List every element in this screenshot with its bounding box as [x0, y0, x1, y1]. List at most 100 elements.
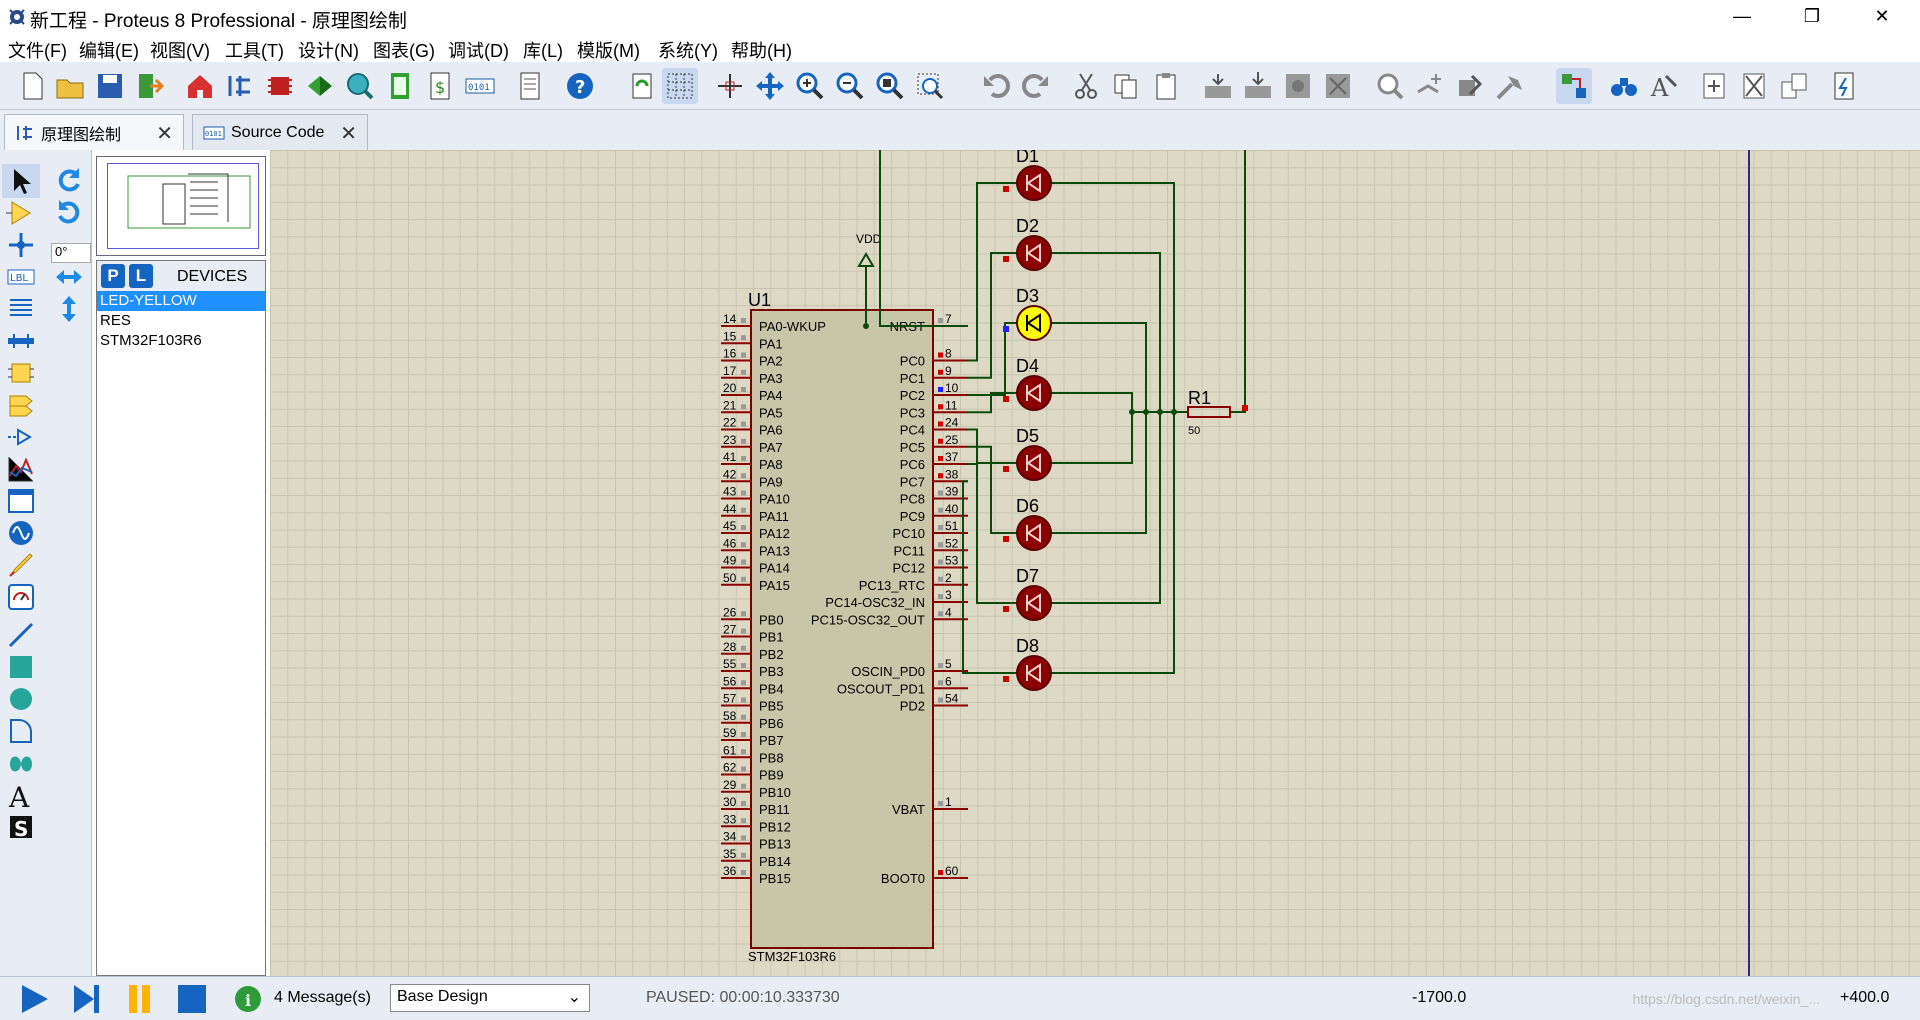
maximize-button[interactable]: ❐: [1803, 6, 1821, 26]
menu-file[interactable]: 文件(F): [8, 41, 67, 61]
new-sheet-icon[interactable]: [1696, 68, 1732, 104]
menu-edit[interactable]: 编辑(E): [79, 41, 139, 61]
zoom-all-icon[interactable]: [872, 68, 908, 104]
menu-help[interactable]: 帮助(H): [731, 41, 792, 61]
menu-template[interactable]: 模版(M): [577, 41, 640, 61]
new-file-icon[interactable]: [14, 68, 50, 104]
schematic-icon[interactable]: [222, 68, 258, 104]
close-button[interactable]: ✕: [1874, 6, 1890, 26]
refresh-icon[interactable]: [624, 68, 660, 104]
device-pin-icon[interactable]: [2, 420, 40, 454]
zoom-area-icon[interactable]: [912, 68, 948, 104]
pick-device-icon[interactable]: [1372, 68, 1408, 104]
tab-schematic[interactable]: 原理图绘制 ✕: [4, 114, 184, 150]
rotate-ccw-icon[interactable]: [50, 196, 88, 230]
menu-tools[interactable]: 工具(T): [225, 41, 284, 61]
cut-icon[interactable]: [1068, 68, 1104, 104]
bus-icon[interactable]: [2, 324, 40, 358]
pcb-icon[interactable]: [262, 68, 298, 104]
zoom-out-icon[interactable]: [832, 68, 868, 104]
wire-autorouter-icon[interactable]: [1556, 68, 1592, 104]
circle-tool-icon[interactable]: [2, 682, 40, 716]
minimize-button[interactable]: —: [1733, 6, 1751, 26]
grid-toggle-icon[interactable]: [662, 68, 698, 104]
help-icon[interactable]: ?: [562, 68, 598, 104]
line-tool-icon[interactable]: [2, 618, 40, 652]
block-rotate-icon[interactable]: [1280, 68, 1316, 104]
mirror-horizontal-icon[interactable]: [50, 260, 88, 294]
close-project-icon[interactable]: [132, 68, 168, 104]
step-button[interactable]: [66, 981, 106, 1017]
rotate-cw-icon[interactable]: [50, 164, 88, 198]
bom-icon[interactable]: $: [422, 68, 458, 104]
path-tool-icon[interactable]: [2, 746, 40, 780]
overview-window[interactable]: [96, 156, 266, 256]
block-copy-icon[interactable]: [1200, 68, 1236, 104]
text-script-icon[interactable]: [2, 292, 40, 326]
selection-mode-icon[interactable]: [2, 164, 40, 198]
paste-icon[interactable]: [1148, 68, 1184, 104]
notes-icon[interactable]: [512, 68, 548, 104]
mirror-vertical-icon[interactable]: [50, 292, 88, 326]
junction-dot-icon[interactable]: [2, 228, 40, 262]
symbol-tool-icon[interactable]: S: [2, 810, 40, 844]
device-item[interactable]: LED-YELLOW: [97, 291, 265, 311]
component-mode-icon[interactable]: [2, 196, 40, 230]
decompose-icon[interactable]: [1492, 68, 1528, 104]
generator-icon[interactable]: [2, 516, 40, 550]
origin-icon[interactable]: [712, 68, 748, 104]
property-assign-icon[interactable]: A: [1646, 68, 1682, 104]
text-tool-icon[interactable]: A: [2, 778, 40, 812]
virtual-instrument-icon[interactable]: [2, 580, 40, 614]
pause-button[interactable]: [120, 981, 160, 1017]
make-device-icon[interactable]: [1412, 68, 1448, 104]
undo-icon[interactable]: [978, 68, 1014, 104]
parent-sheet-icon[interactable]: [1776, 68, 1812, 104]
close-icon[interactable]: ✕: [340, 123, 357, 145]
tape-recorder-icon[interactable]: [2, 484, 40, 518]
device-item[interactable]: STM32F103R6: [100, 332, 202, 349]
copy-icon[interactable]: [1108, 68, 1144, 104]
messages-count[interactable]: 4 Message(s): [274, 989, 371, 1006]
pan-icon[interactable]: [752, 68, 788, 104]
gerber-icon[interactable]: [342, 68, 378, 104]
terminal-icon[interactable]: [2, 388, 40, 422]
wire-label-icon[interactable]: LBL: [2, 260, 40, 294]
tab-source-code[interactable]: 0101 Source Code ✕: [192, 114, 368, 150]
menu-debug[interactable]: 调试(D): [448, 41, 509, 61]
subcircuit-icon[interactable]: [2, 356, 40, 390]
design-selector[interactable]: Base Design⌄: [390, 984, 590, 1012]
voltage-probe-icon[interactable]: [2, 548, 40, 582]
info-icon[interactable]: i: [234, 985, 262, 1013]
block-move-icon[interactable]: [1240, 68, 1276, 104]
stop-button[interactable]: [172, 981, 212, 1017]
graph-icon[interactable]: [2, 452, 40, 486]
rotation-field[interactable]: 0°: [51, 243, 91, 263]
menu-graph[interactable]: 图表(G): [373, 41, 435, 61]
close-icon[interactable]: ✕: [156, 123, 173, 145]
redo-icon[interactable]: [1018, 68, 1054, 104]
library-manager-button[interactable]: L: [129, 264, 153, 288]
pick-devices-button[interactable]: P: [101, 264, 125, 288]
menu-design[interactable]: 设计(N): [298, 41, 359, 61]
block-delete-icon[interactable]: [1320, 68, 1356, 104]
open-folder-icon[interactable]: [52, 68, 88, 104]
search-tag-icon[interactable]: [1606, 68, 1642, 104]
arc-tool-icon[interactable]: [2, 714, 40, 748]
box-tool-icon[interactable]: [2, 650, 40, 684]
menu-library[interactable]: 库(L): [523, 41, 563, 61]
3d-view-icon[interactable]: [302, 68, 338, 104]
design-explorer-icon[interactable]: [382, 68, 418, 104]
remove-sheet-icon[interactable]: [1736, 68, 1772, 104]
play-button[interactable]: [14, 981, 54, 1017]
netlist-icon[interactable]: [1826, 68, 1862, 104]
device-item[interactable]: RES: [100, 312, 131, 329]
menu-system[interactable]: 系统(Y): [658, 41, 718, 61]
source-code-icon[interactable]: 0101: [462, 68, 498, 104]
menu-view[interactable]: 视图(V): [150, 41, 210, 61]
packaging-tool-icon[interactable]: [1452, 68, 1488, 104]
zoom-in-icon[interactable]: [792, 68, 828, 104]
home-icon[interactable]: [182, 68, 218, 104]
save-icon[interactable]: [92, 68, 128, 104]
